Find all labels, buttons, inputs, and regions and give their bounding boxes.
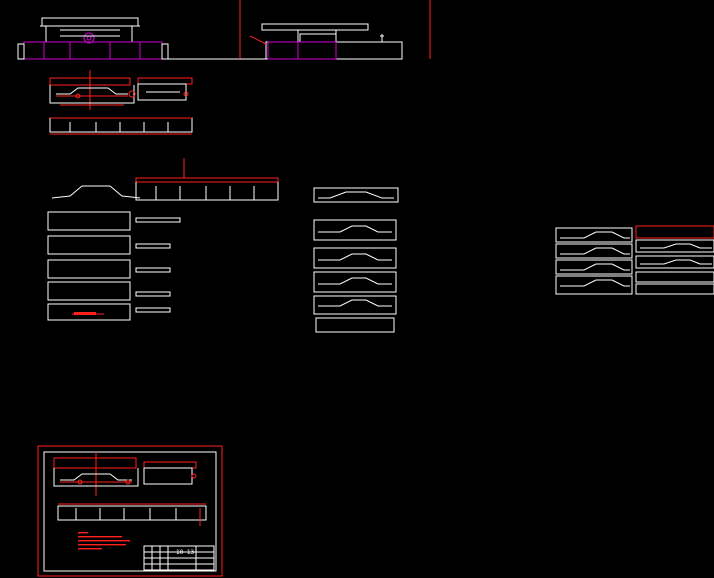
sheet-code: 10-13 bbox=[176, 549, 194, 556]
cross-section-b bbox=[51, 158, 279, 201]
title-block: 10-13 bbox=[143, 545, 215, 571]
general-notes bbox=[78, 532, 130, 550]
elevation-view-right bbox=[240, 23, 403, 60]
cross-section-c bbox=[313, 187, 399, 333]
detail-pieces bbox=[135, 217, 181, 313]
elevation-view-left bbox=[17, 17, 240, 60]
cross-section-d bbox=[555, 225, 714, 295]
longitudinal-strips-left bbox=[47, 211, 131, 321]
drawing-sheet-frame[interactable]: 10-13 bbox=[37, 445, 223, 577]
cross-section-a bbox=[49, 70, 193, 135]
